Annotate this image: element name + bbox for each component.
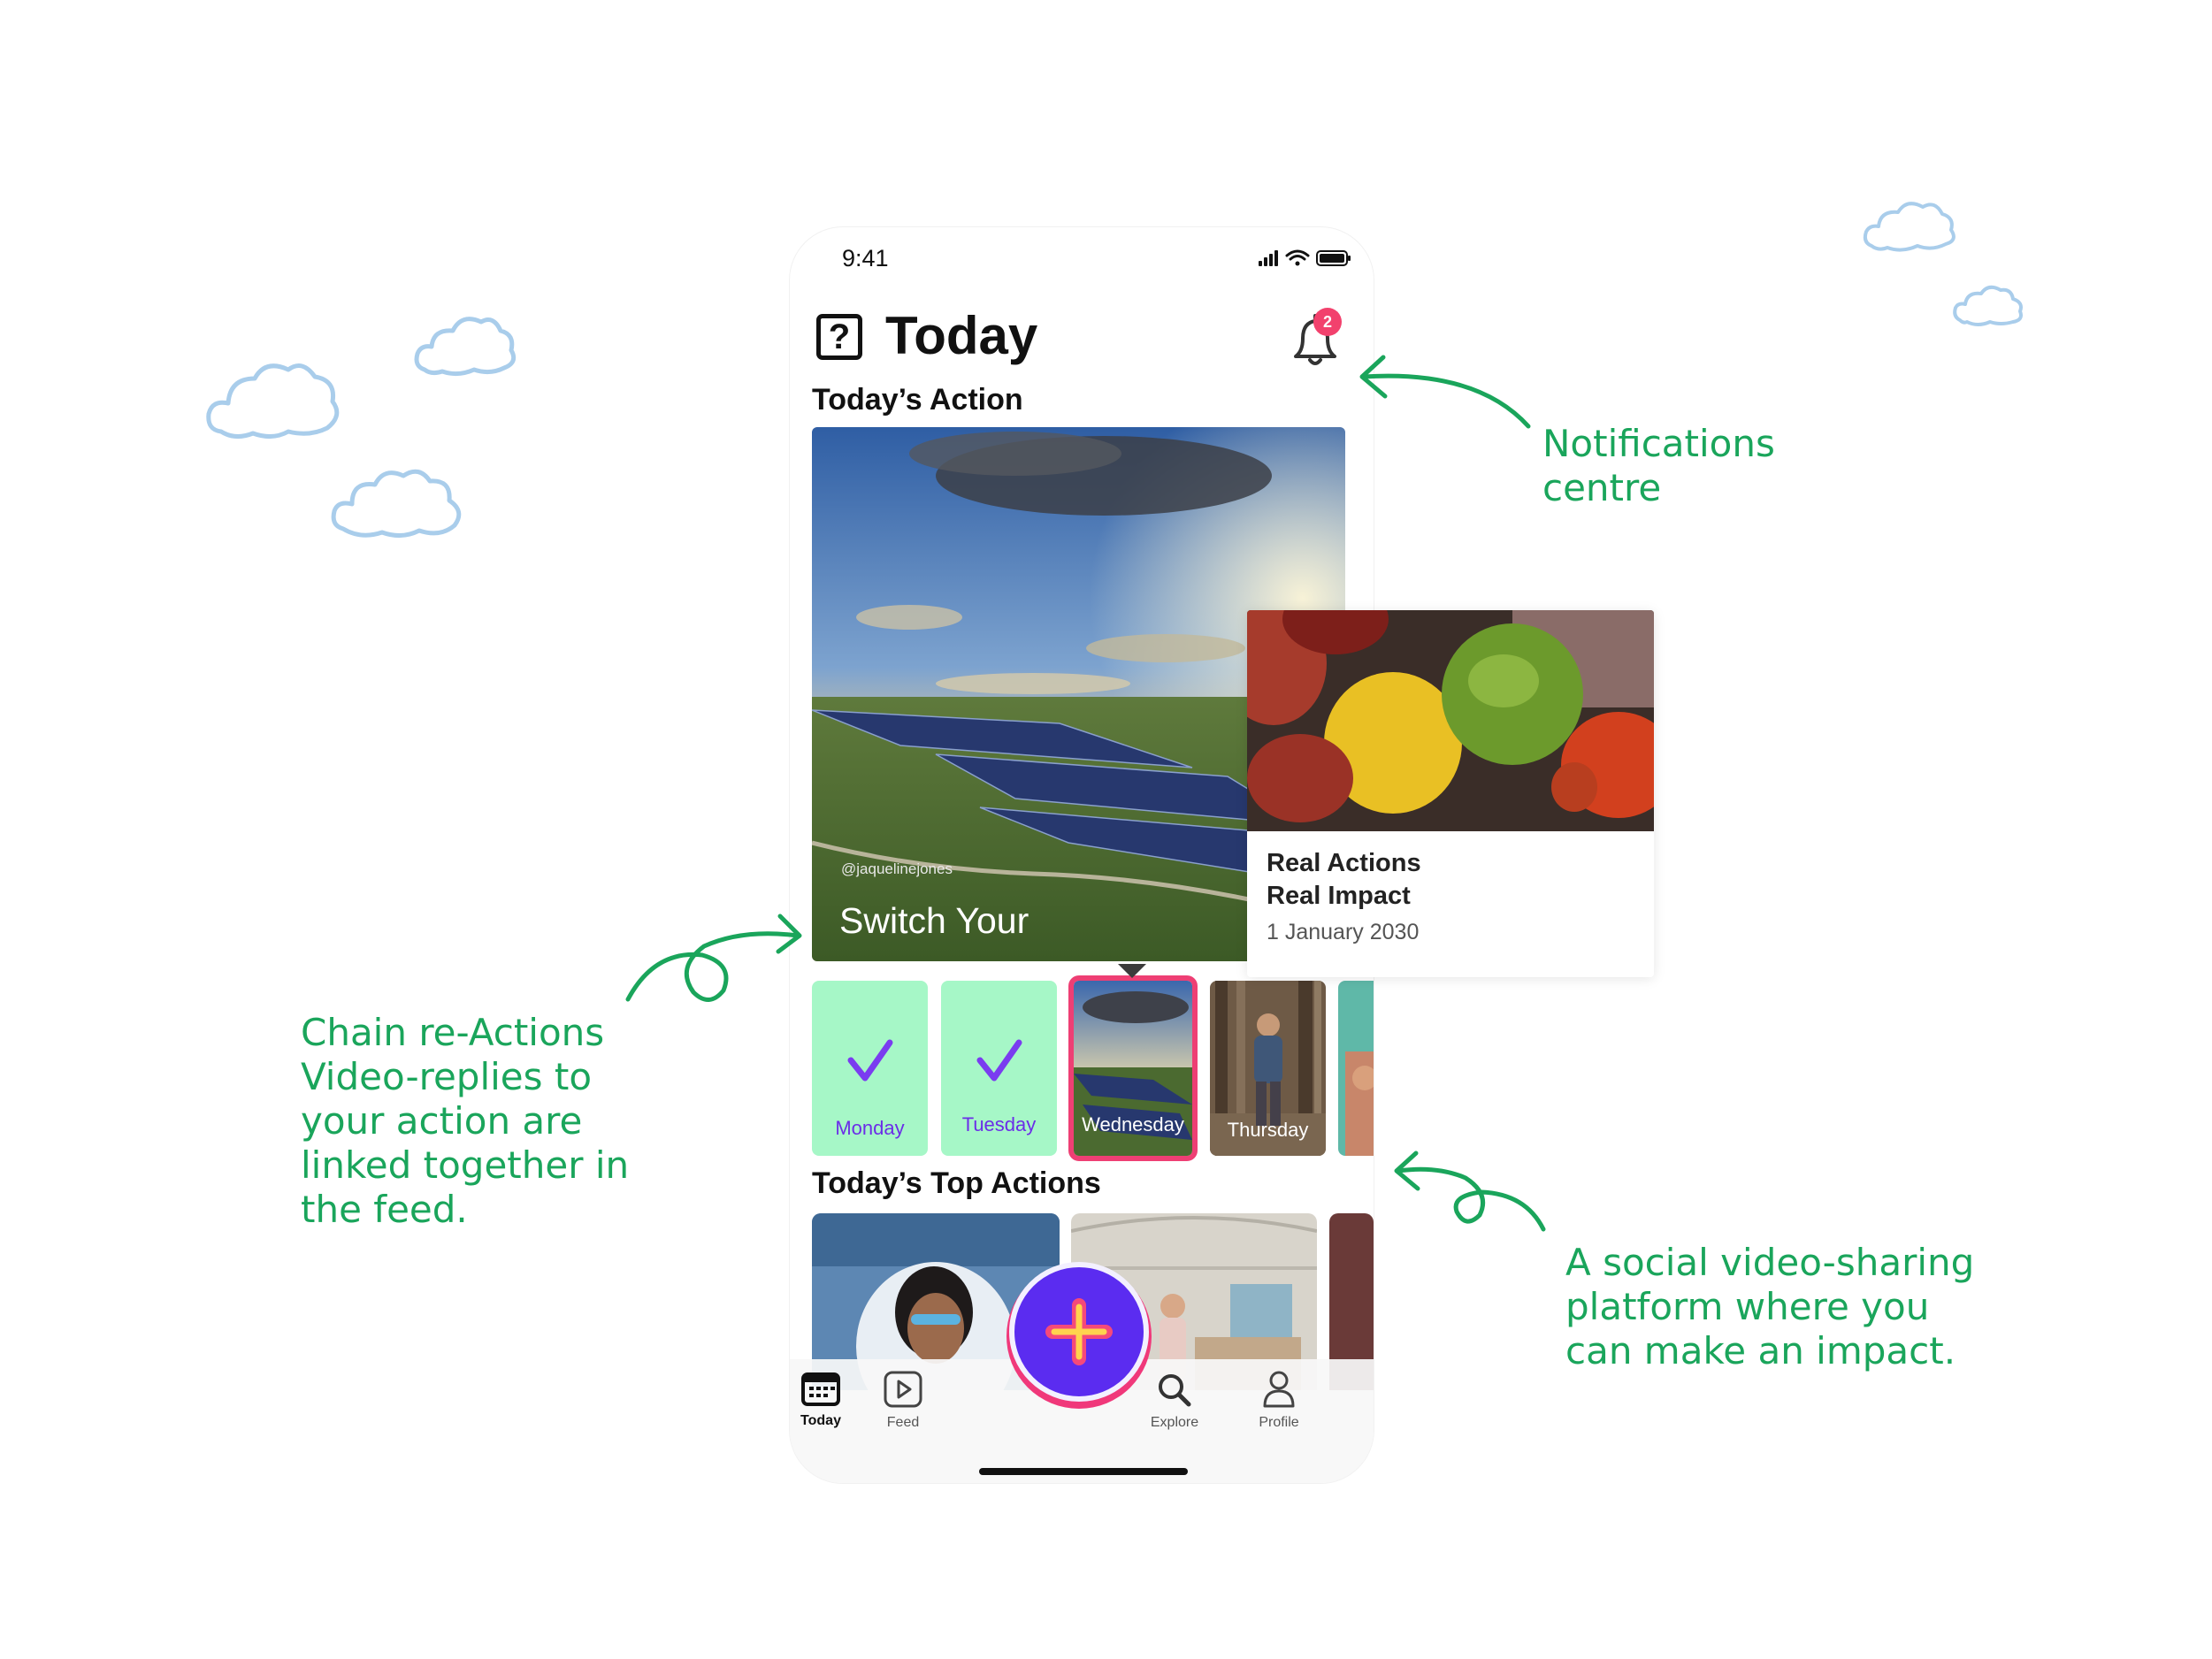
- wifi-icon: [1285, 249, 1310, 266]
- arrow-to-days-row: [1394, 1151, 1546, 1232]
- cloud-decoration: [1953, 285, 2023, 326]
- create-action-button[interactable]: [1009, 1262, 1149, 1402]
- tab-explore[interactable]: Explore: [1144, 1372, 1206, 1431]
- play-icon: [884, 1371, 922, 1408]
- home-indicator: [979, 1468, 1188, 1475]
- section-title-todays-action: Today’s Action: [812, 383, 1023, 417]
- day-label: Thursday: [1227, 1119, 1309, 1141]
- status-icons: [1259, 249, 1351, 266]
- day-card-tuesday[interactable]: Tuesday: [941, 981, 1057, 1156]
- arrow-to-hero: [625, 914, 802, 1002]
- annotation-chain-reactions: Chain re-Actions Video-replies to your a…: [301, 1011, 630, 1231]
- app-logo[interactable]: ?: [816, 314, 862, 360]
- tab-label: Today: [800, 1413, 841, 1428]
- hero-author-handle[interactable]: @jaquelinejones: [841, 860, 953, 877]
- day-card-wednesday[interactable]: Wednesday: [1068, 975, 1198, 1161]
- tab-label: Feed: [886, 1415, 920, 1430]
- tab-feed[interactable]: Feed: [872, 1370, 934, 1431]
- check-icon: [847, 1039, 893, 1082]
- annotation-notifications: Notifications centre: [1542, 422, 1775, 509]
- partial-thumbnail: [1338, 981, 1374, 1156]
- phone-frame: 9:41 ? Today: [790, 227, 1374, 1483]
- popup-title: Real Actions Real Impact: [1267, 847, 1421, 913]
- plus-icon: [1045, 1298, 1113, 1365]
- search-icon: [1159, 1374, 1191, 1407]
- solar-panels-thumbnail: [1074, 981, 1192, 1156]
- check-icon: [976, 1039, 1022, 1082]
- day-card-partial[interactable]: [1338, 981, 1374, 1156]
- popup-title-line1: Real Actions: [1267, 849, 1421, 877]
- day-label: Tuesday: [961, 1113, 1037, 1135]
- day-label: Wednesday: [1082, 1113, 1184, 1135]
- day-card-thursday[interactable]: Thursday: [1210, 981, 1326, 1156]
- hero-caption: Switch Your: [839, 900, 1029, 941]
- annotation-platform: A social video-sharing platform where yo…: [1565, 1241, 1975, 1372]
- tab-today[interactable]: Today: [790, 1370, 852, 1429]
- section-title-top-actions: Today’s Top Actions: [812, 1166, 1101, 1200]
- popup-title-line2: Real Impact: [1267, 882, 1411, 910]
- status-time: 9:41: [842, 245, 889, 271]
- cloud-decoration: [414, 317, 517, 377]
- notification-badge: 2: [1313, 308, 1342, 336]
- popup-pointer: [1118, 964, 1146, 978]
- cloud-decoration: [1863, 202, 1956, 252]
- fruit-photo: [1247, 610, 1654, 831]
- day-card-monday[interactable]: Monday: [812, 981, 928, 1156]
- tab-profile[interactable]: Profile: [1248, 1370, 1310, 1431]
- signal-icon: [1259, 250, 1278, 266]
- tab-label: Profile: [1259, 1415, 1299, 1430]
- popup-date: 1 January 2030: [1267, 920, 1420, 944]
- page-title: Today: [885, 306, 1038, 365]
- user-icon: [1263, 1371, 1295, 1408]
- man-in-forest-thumbnail: [1210, 981, 1326, 1156]
- cloud-decoration: [331, 469, 462, 538]
- calendar-icon: [801, 1372, 840, 1406]
- cloud-decoration: [206, 363, 340, 439]
- arrow-to-notifications: [1359, 355, 1531, 429]
- tab-label: Explore: [1150, 1415, 1199, 1430]
- popup-card[interactable]: Real Actions Real Impact 1 January 2030: [1247, 610, 1654, 977]
- battery-icon: [1316, 250, 1351, 266]
- day-label: Monday: [835, 1117, 905, 1139]
